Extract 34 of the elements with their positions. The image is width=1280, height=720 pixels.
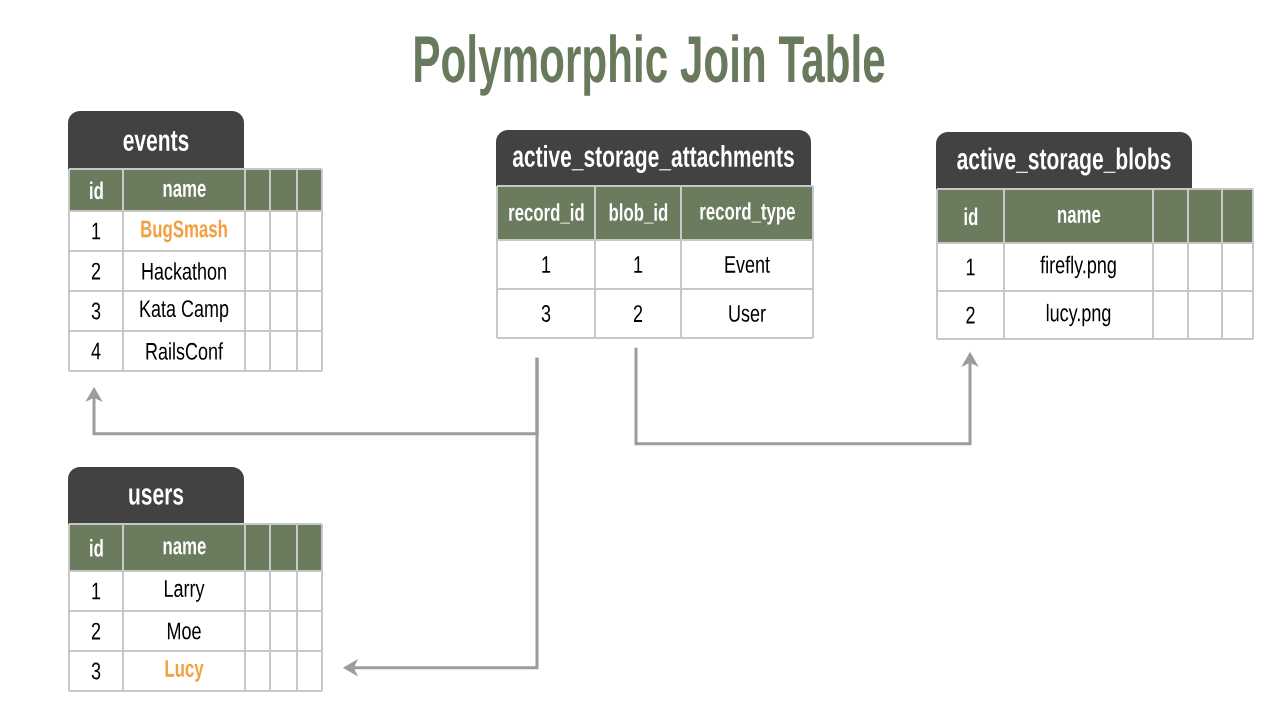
table-value: Hackathon (142, 262, 226, 280)
table-value: 2 (91, 262, 101, 280)
table-value: Kata Camp (140, 300, 229, 322)
diagram-title: Polymorphic Join Table (415, 34, 885, 96)
table-value: 3 (541, 305, 551, 322)
column-header: record_id (497, 186, 596, 241)
table-value: 3 (91, 302, 101, 320)
column-header: record_type (681, 186, 814, 241)
table-value: 1 (634, 256, 643, 273)
table-value: lucy.png (1046, 303, 1111, 327)
table-value: 2 (966, 306, 975, 324)
table-value: 2 (91, 622, 101, 640)
table-title-tab: active_storage_attachments (496, 130, 811, 186)
table-value: RailsConf (146, 342, 223, 360)
table-value: 3 (91, 662, 101, 680)
table-value: 4 (91, 342, 101, 360)
table-value: firefly.png (1040, 255, 1116, 279)
table-value: 2 (633, 305, 643, 322)
table-value: Larry (165, 580, 205, 602)
table-value: Moe (167, 622, 201, 640)
table-value: 1 (542, 256, 551, 273)
table-title-tab: users (68, 467, 244, 524)
column-header: id (69, 169, 124, 212)
table-value: 1 (92, 222, 101, 240)
table-value: User (729, 305, 766, 322)
column-header: blob_id (595, 186, 682, 241)
table-title-tab: active_storage_blobs (936, 132, 1192, 189)
table-value: 1 (966, 258, 975, 276)
table-value: 1 (92, 582, 101, 600)
column-header: id (937, 189, 1005, 244)
table-title-tab: events (68, 111, 244, 169)
table-value: Event (725, 256, 770, 273)
highlighted-value: BugSmash (141, 219, 227, 243)
highlighted-value: Lucy (165, 660, 204, 682)
